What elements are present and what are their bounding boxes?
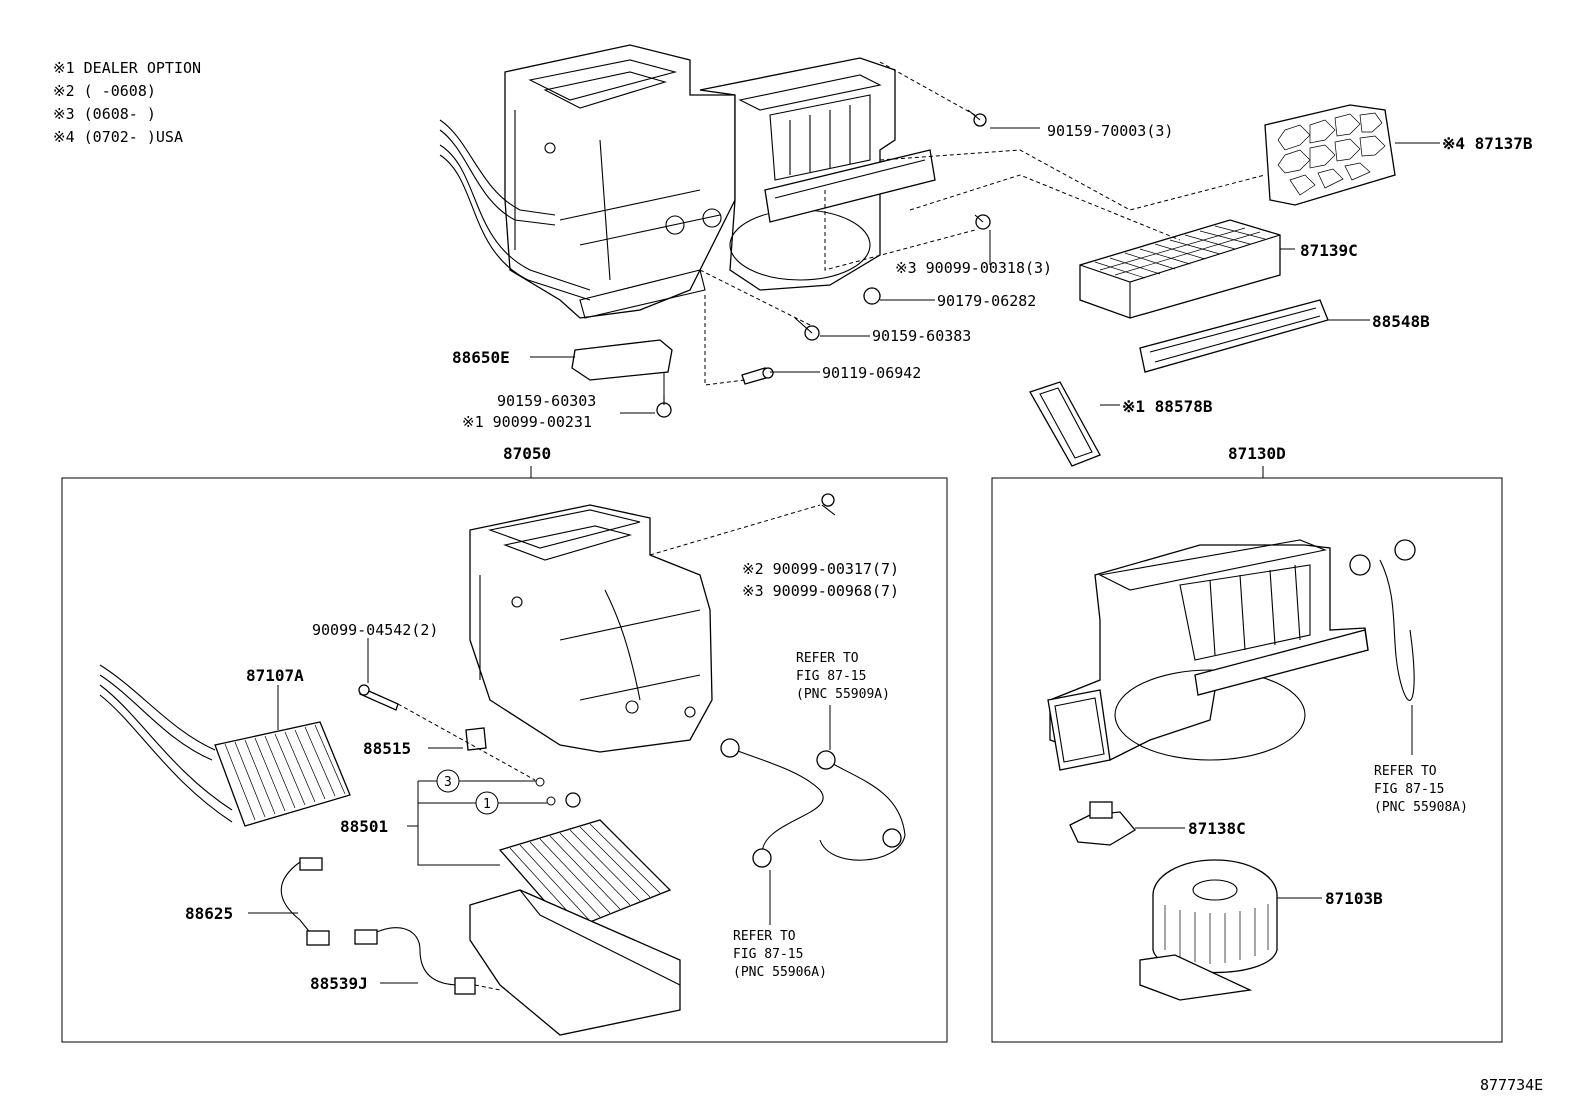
refer-55909A-line3: (PNC 55909A) [796, 687, 890, 702]
box-87130D: REFER TO FIG 87-15 (PNC 55908A) 87138C 8… [991, 466, 1503, 1043]
refer-note-55909A: REFER TO FIG 87-15 (PNC 55909A) [796, 651, 890, 702]
callout-3-text: 3 [444, 775, 452, 790]
notes-legend: ※1 DEALER OPTION ※2 ( -0608) ※3 (0608- )… [53, 59, 201, 146]
labels-top: 90159-70003(3) ※4 87137B 87139C ※3 90099… [452, 122, 1533, 463]
label-90159-60383: 90159-60383 [872, 327, 971, 345]
refer-55908A-line3: (PNC 55908A) [1374, 800, 1468, 815]
refer-55909A-line2: FIG 87-15 [796, 669, 866, 684]
diagram-id: 877734E [1480, 1076, 1543, 1094]
label-88650E: 88650E [452, 348, 510, 367]
note-4: ※4 (0702- )USA [53, 128, 183, 146]
label-87107A: 87107A [246, 666, 304, 685]
refer-55908A-line1: REFER TO [1374, 764, 1437, 779]
label-88515: 88515 [363, 739, 411, 758]
label-90099-00318: ※3 90099-00318(3) [895, 259, 1052, 277]
refer-55906A-line3: (PNC 55906A) [733, 965, 827, 980]
label-90099-00317: ※2 90099-00317(7) [742, 560, 899, 578]
box-87130D-frame [991, 477, 1503, 1043]
callout-1-text: 1 [483, 797, 491, 812]
label-87138C: 87138C [1188, 819, 1246, 838]
label-90099-00231: ※1 90099-00231 [462, 413, 592, 431]
label-90099-04542: 90099-04542(2) [312, 621, 438, 639]
label-90159-60303: 90159-60303 [497, 392, 596, 410]
note-1: ※1 DEALER OPTION [53, 59, 201, 77]
refer-note-55908A: REFER TO FIG 87-15 (PNC 55908A) [1374, 764, 1468, 815]
label-88501: 88501 [340, 817, 388, 836]
label-88539J: 88539J [310, 974, 368, 993]
refer-note-55906A: REFER TO FIG 87-15 (PNC 55906A) [733, 929, 827, 980]
label-88578B: ※1 88578B [1122, 397, 1213, 416]
label-87050: 87050 [503, 444, 551, 463]
box-87050-frame [61, 477, 948, 1043]
filter-parts-drawing [1029, 104, 1396, 467]
label-90119-06942: 90119-06942 [822, 364, 921, 382]
refer-55909A-line1: REFER TO [796, 651, 859, 666]
note-2: ※2 ( -0608) [53, 82, 156, 100]
label-88625: 88625 [185, 904, 233, 923]
box-87050 [61, 466, 948, 1043]
refer-55906A-line1: REFER TO [733, 929, 796, 944]
hvac-assembly-drawing [439, 44, 936, 319]
label-87103B: 87103B [1325, 889, 1383, 908]
label-90179-06282: 90179-06282 [937, 292, 1036, 310]
refer-55908A-line2: FIG 87-15 [1374, 782, 1444, 797]
label-90099-00968: ※3 90099-00968(7) [742, 582, 899, 600]
leader-lines-top [530, 61, 1440, 414]
label-90159-70003: 90159-70003(3) [1047, 122, 1173, 140]
refer-55906A-line2: FIG 87-15 [733, 947, 803, 962]
label-87137B: ※4 87137B [1442, 134, 1533, 153]
label-87130D: 87130D [1228, 444, 1286, 463]
fastener-drawings [571, 109, 991, 418]
label-87139C: 87139C [1300, 241, 1358, 260]
labels-box-87050: ※2 90099-00317(7) ※3 90099-00968(7) 9009… [185, 560, 899, 993]
note-3: ※3 (0608- ) [53, 105, 156, 123]
label-88548B: 88548B [1372, 312, 1430, 331]
